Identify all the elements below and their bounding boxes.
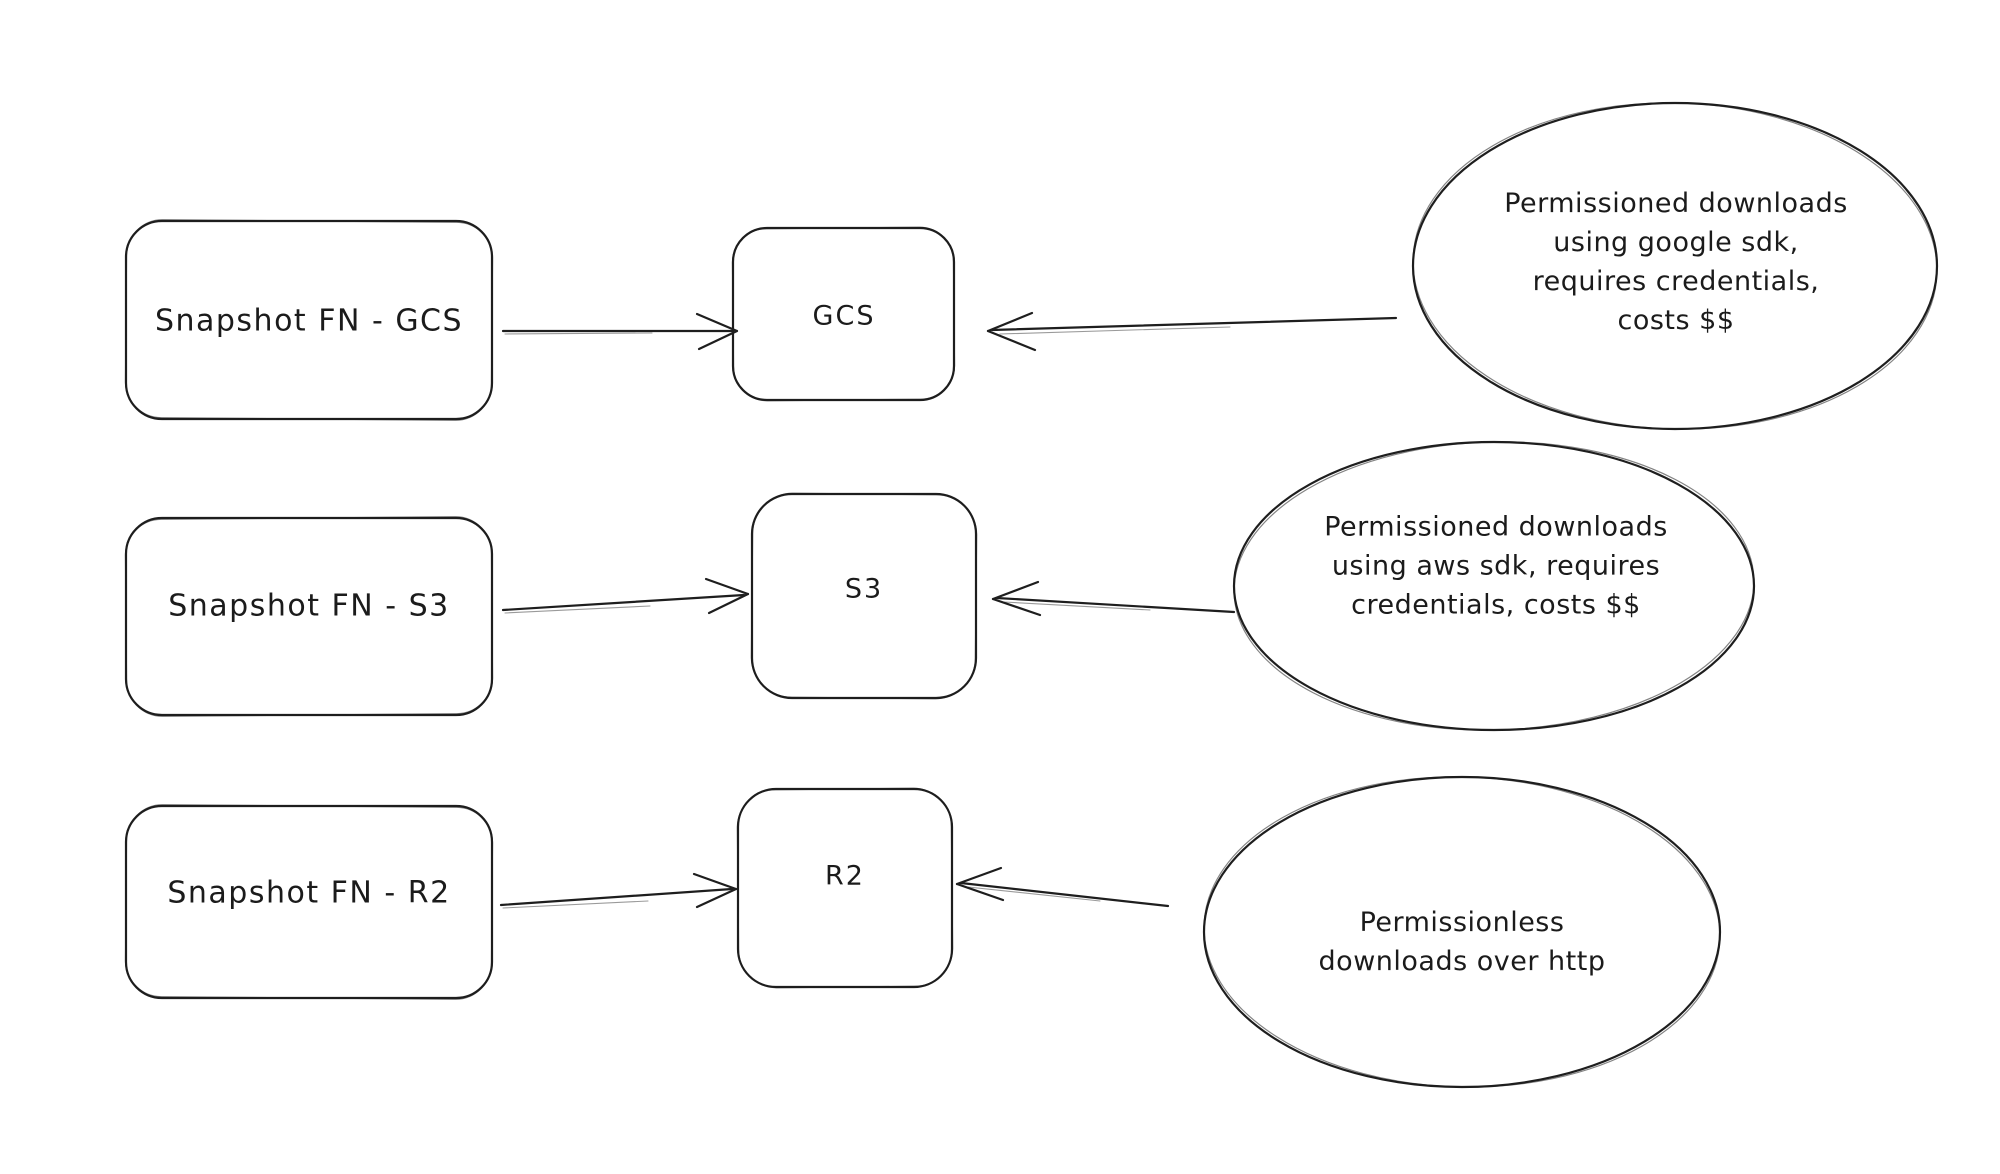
arrow-note-r2-to-r2[interactable] — [955, 866, 1170, 908]
gcs-note-line: costs $$ — [1617, 305, 1735, 336]
gcs-note-line: using google sdk, — [1553, 227, 1799, 258]
s3-note-text: Permissioned downloads using aws sdk, re… — [1266, 508, 1726, 625]
s3-label: S3 — [844, 573, 884, 605]
r2-note-line: downloads over http — [1318, 946, 1606, 977]
snapshot-fn-s3-label: Snapshot FN - S3 — [168, 588, 450, 624]
r2-note-text: Permissionless downloads over http — [1242, 903, 1682, 981]
r2-box[interactable] — [736, 787, 954, 989]
arrow-note-gcs-to-gcs[interactable] — [986, 311, 1398, 352]
snapshot-fn-gcs-box[interactable] — [124, 219, 494, 421]
gcs-label: GCS — [812, 300, 876, 332]
r2-label: R2 — [825, 860, 865, 892]
arrow-snapshot-gcs-to-gcs[interactable] — [501, 312, 739, 351]
gcs-box[interactable] — [731, 226, 956, 402]
s3-note-line: credentials, costs $$ — [1351, 589, 1641, 621]
snapshot-fn-s3-box[interactable] — [124, 516, 494, 717]
arrow-snapshot-s3-to-s3[interactable] — [501, 577, 750, 615]
s3-note-line: using aws sdk, requires — [1331, 550, 1661, 582]
r2-note-ellipse[interactable] — [1200, 770, 1724, 1093]
s3-note-line: Permissioned downloads — [1324, 511, 1668, 543]
gcs-note-line: requires credentials, — [1532, 266, 1820, 297]
s3-box[interactable] — [750, 492, 978, 700]
snapshot-fn-r2-box[interactable] — [124, 804, 494, 1000]
s3-note-ellipse[interactable] — [1230, 435, 1757, 737]
arrow-snapshot-r2-to-r2[interactable] — [499, 872, 738, 909]
arrow-note-s3-to-s3[interactable] — [991, 580, 1236, 617]
snapshot-fn-r2-label: Snapshot FN - R2 — [167, 875, 451, 911]
gcs-note-text: Permissioned downloads using google sdk,… — [1456, 184, 1896, 340]
r2-note-line: Permissionless — [1359, 907, 1565, 938]
gcs-note-line: Permissioned downloads — [1504, 188, 1848, 219]
gcs-note-ellipse[interactable] — [1409, 96, 1942, 437]
snapshot-fn-gcs-label: Snapshot FN - GCS — [154, 303, 464, 339]
